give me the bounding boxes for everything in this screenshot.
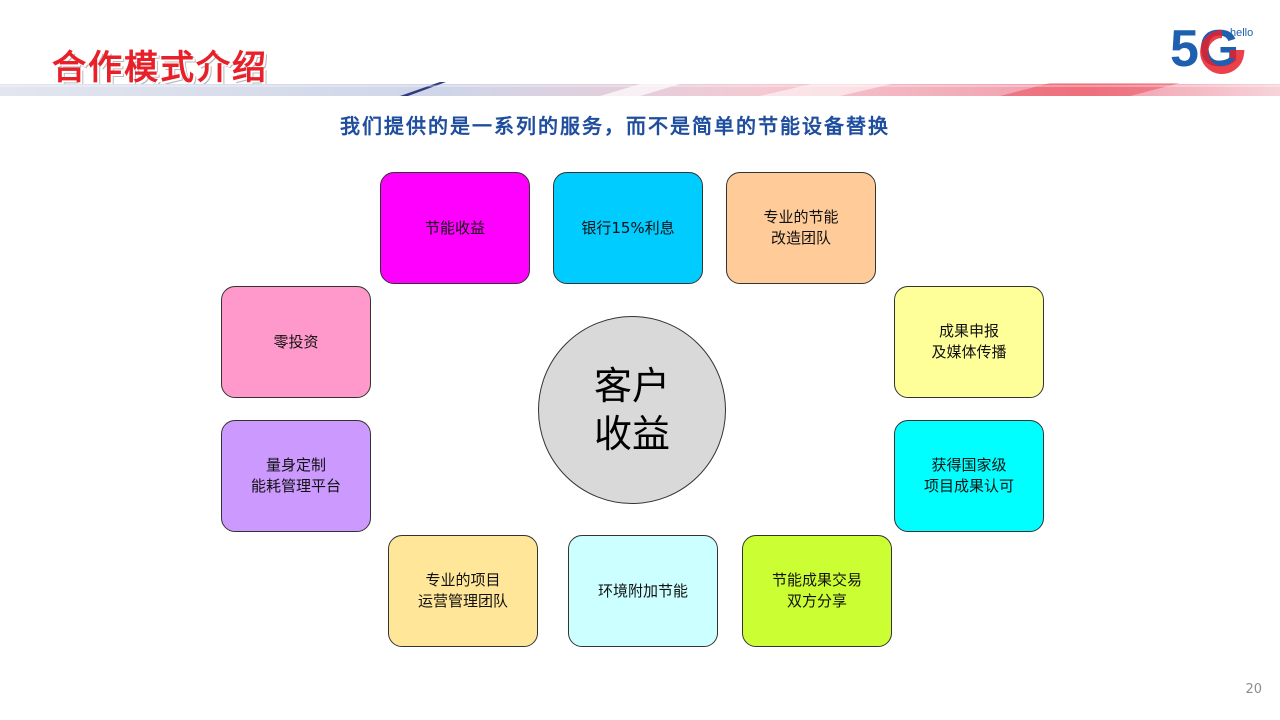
benefit-energy-saving-income: 节能收益 [380, 172, 530, 284]
benefit-environmental-saving: 环境附加节能 [568, 535, 718, 647]
benefit-renovation-team: 专业的节能 改造团队 [726, 172, 876, 284]
header-banner [0, 82, 1280, 96]
logo-hello-text: hello [1230, 27, 1253, 39]
benefit-media-promotion: 成果申报 及媒体传播 [894, 286, 1044, 398]
page-number: 20 [1245, 682, 1262, 697]
benefit-national-recognition: 获得国家级 项目成果认可 [894, 420, 1044, 532]
benefit-bank-interest: 银行15%利息 [553, 172, 703, 284]
benefit-operations-team: 专业的项目 运营管理团队 [388, 535, 538, 647]
subtitle: 我们提供的是一系列的服务，而不是简单的节能设备替换 [340, 114, 890, 138]
customer-benefit-circle: 客户 收益 [538, 316, 726, 504]
benefit-zero-investment: 零投资 [221, 286, 371, 398]
benefit-custom-platform: 量身定制 能耗管理平台 [221, 420, 371, 532]
page-title: 合作模式介绍 [52, 48, 268, 88]
5g-logo: 5G hello [1170, 20, 1253, 76]
benefit-result-trading: 节能成果交易 双方分享 [742, 535, 892, 647]
